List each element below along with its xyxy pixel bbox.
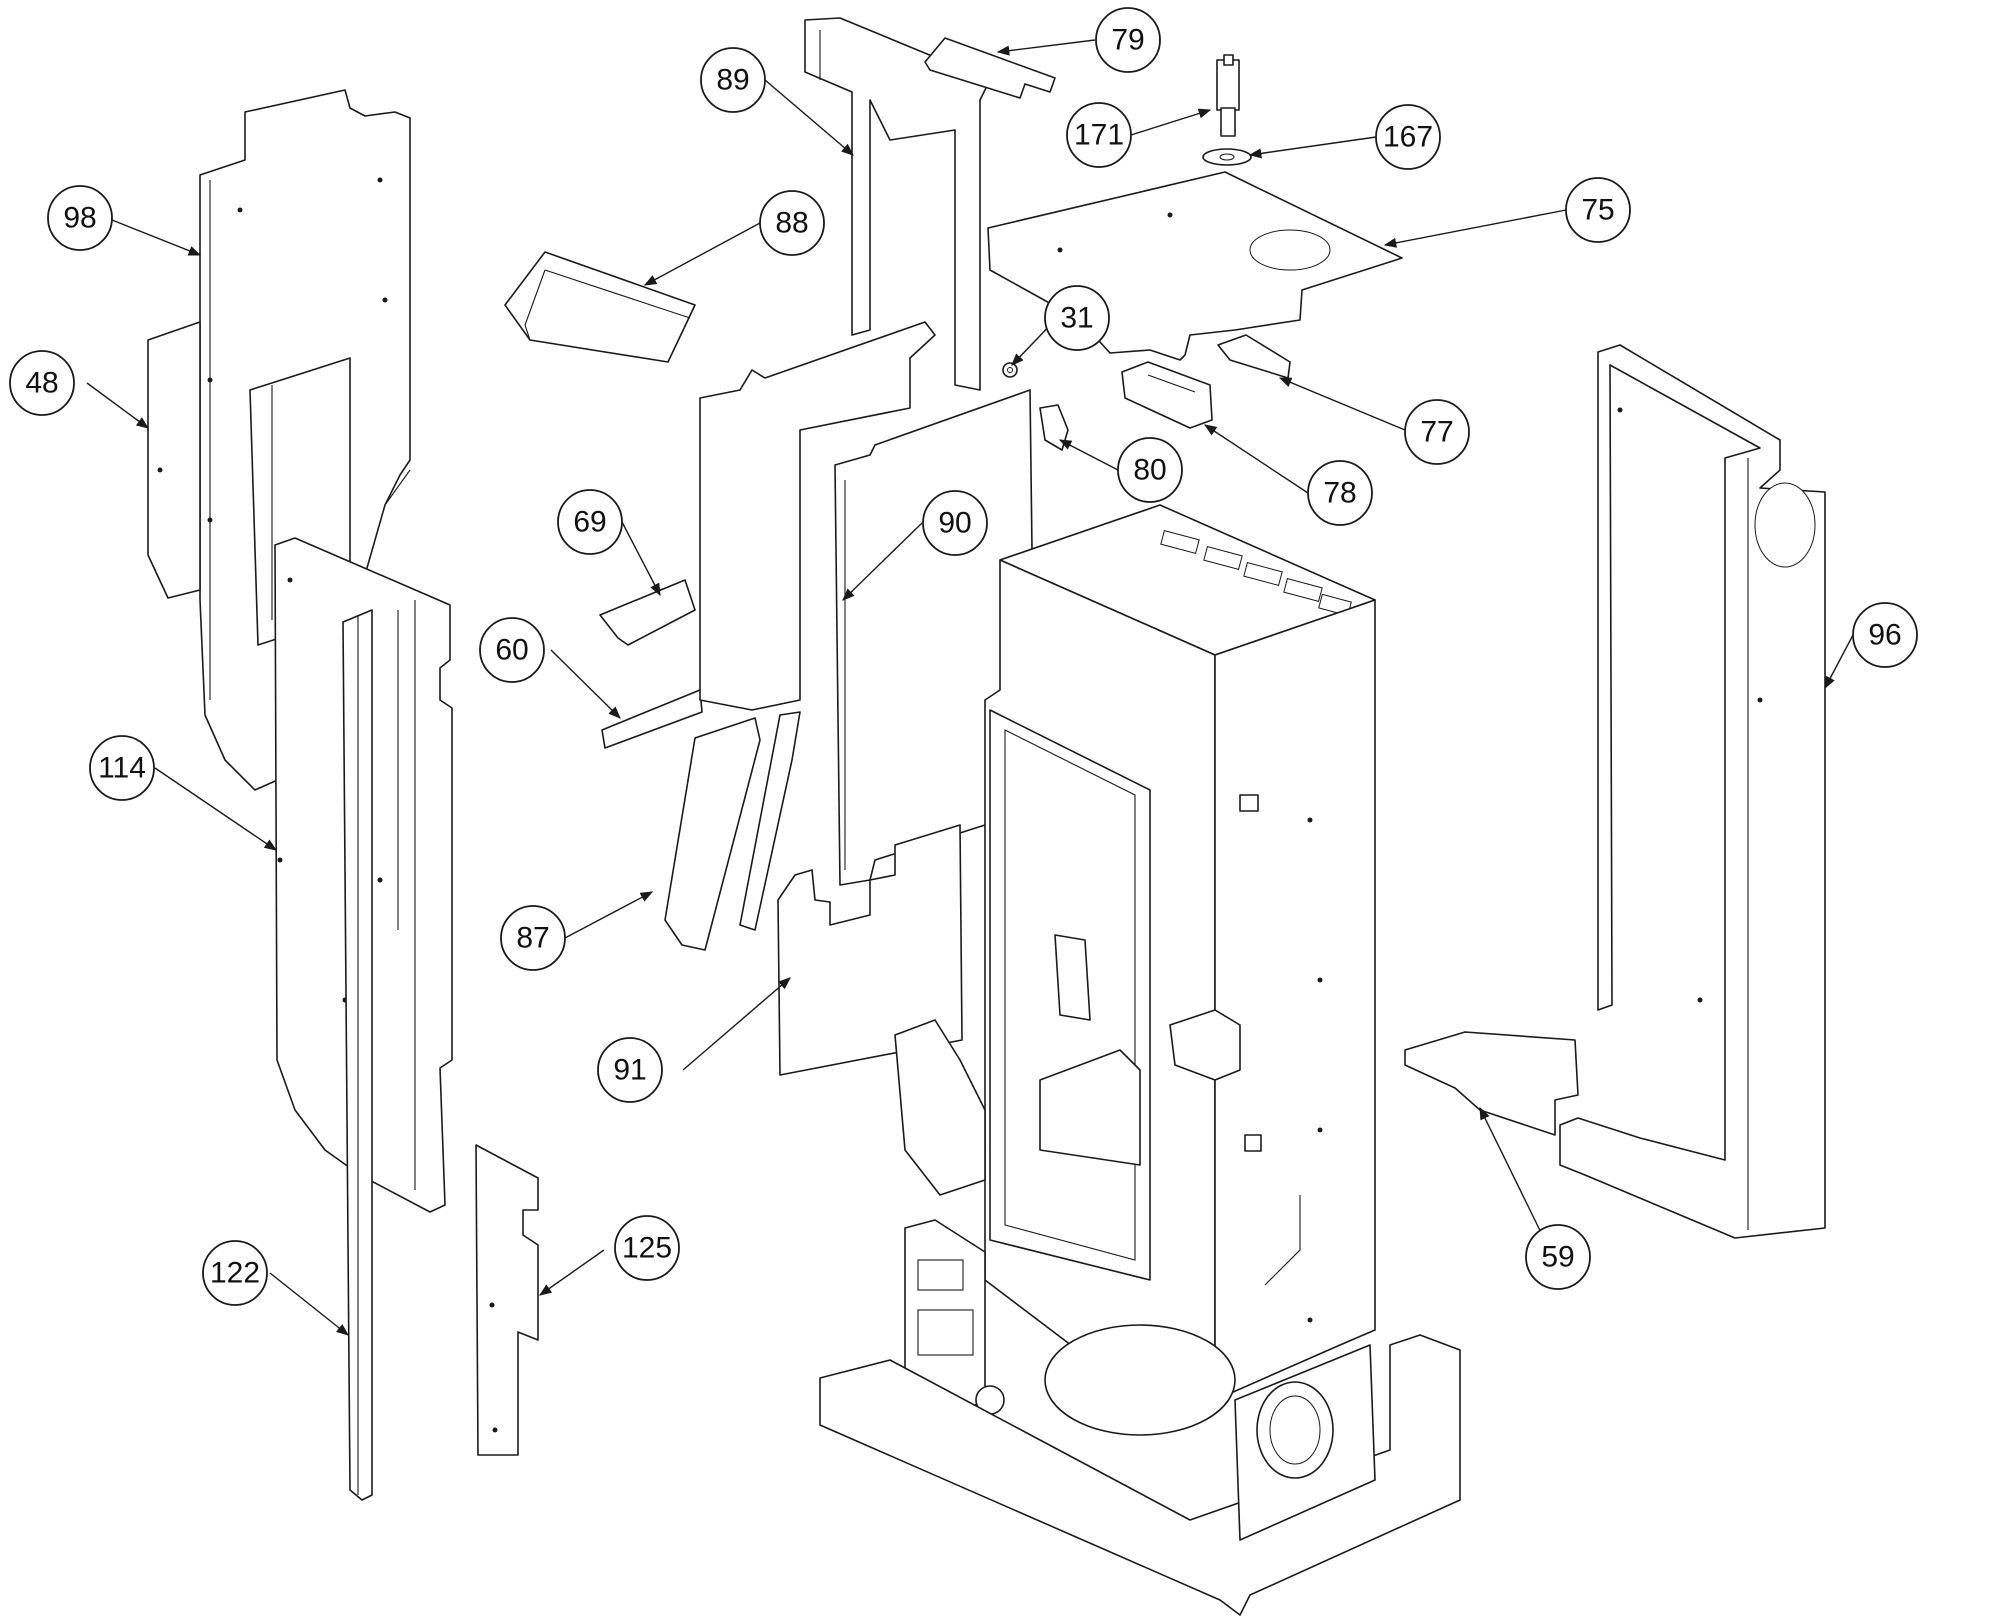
leader-114 [154,767,278,851]
part-79-small-bracket [924,37,1056,99]
part-91-lower-shield [777,824,963,1076]
callout-96-label: 96 [1868,619,1901,652]
leader-60 [550,649,621,719]
callout-31-label: 31 [1060,302,1093,335]
callout-79-label: 79 [1111,24,1144,57]
leader-80 [1058,439,1119,471]
part-base-frame [819,1334,1461,1616]
leader-88 [643,222,761,286]
callout-114: 114 [89,735,155,801]
leader-69 [621,521,661,597]
callout-91-label: 91 [613,1054,646,1087]
callout-75: 75 [1565,177,1631,243]
part-69-bracket [599,579,696,646]
leader-125 [538,1249,605,1296]
callout-78-label: 78 [1323,477,1356,510]
callout-91: 91 [597,1037,663,1103]
callout-77-label: 77 [1420,416,1453,449]
callout-90-label: 90 [938,507,971,540]
callout-69: 69 [557,489,623,555]
callout-48-label: 48 [25,367,58,400]
callout-122-label: 122 [210,1257,260,1290]
leader-77 [1278,377,1406,431]
callout-98: 98 [47,185,113,251]
callout-88: 88 [759,190,825,256]
callout-122: 122 [202,1240,268,1306]
callout-125: 125 [614,1215,680,1281]
callout-59: 59 [1525,1224,1591,1290]
callout-31: 31 [1044,285,1110,351]
leader-167 [1248,136,1377,159]
callout-167: 167 [1375,104,1441,170]
callout-171-label: 171 [1074,119,1124,152]
part-31-nut [1002,362,1018,378]
part-125-cover-plate [475,1144,539,1456]
part-122-rail [342,609,373,1501]
leader-lines [86,39,1854,1336]
part-59-bracket [1404,1031,1579,1136]
callout-69-label: 69 [573,506,606,539]
callout-89: 89 [700,47,766,113]
leader-78 [1203,424,1309,494]
part-87-angled-bracket [664,711,801,951]
part-77-strip [1217,334,1291,379]
callout-96: 96 [1852,602,1918,668]
callout-167-label: 167 [1383,121,1433,154]
part-80-clip [1039,404,1069,451]
part-60-bar [601,689,703,749]
callout-48: 48 [9,350,75,416]
part-fan-assembly [894,1019,1236,1436]
leader-98 [106,217,202,256]
part-78-bracket [1121,361,1213,429]
leader-90 [842,522,923,601]
callout-77: 77 [1404,399,1470,465]
callout-78: 78 [1307,460,1373,526]
callout-80-label: 80 [1133,454,1166,487]
leader-75 [1383,209,1567,248]
part-96-right-panel [1559,344,1826,1239]
callout-125-label: 125 [622,1232,672,1265]
leader-89 [764,79,854,156]
part-48-back-plate [147,321,201,599]
leader-79 [996,39,1096,56]
callout-90: 90 [922,490,988,556]
callout-98-label: 98 [63,202,96,235]
shield-panel-left [699,321,936,711]
callout-87: 87 [500,905,566,971]
callout-114-label: 114 [98,752,146,785]
part-control-board [904,1219,1005,1421]
callout-79: 79 [1095,7,1161,73]
leader-48 [86,382,150,429]
part-171-sensor-probe [1216,54,1240,137]
callout-80: 80 [1117,437,1183,503]
callout-88-label: 88 [775,207,808,240]
part-167-grommet [1202,148,1252,166]
part-main-boiler-body [984,504,1376,1421]
callout-59-label: 59 [1541,1241,1574,1274]
callout-60: 60 [479,617,545,683]
leader-96 [1824,634,1854,690]
callout-60-label: 60 [495,634,528,667]
leader-91 [682,977,791,1071]
leader-87 [564,891,654,939]
callout-171: 171 [1066,102,1132,168]
leader-122 [269,1272,349,1336]
callout-89-label: 89 [716,64,749,97]
callout-87-label: 87 [516,922,549,955]
part-88-bracket [504,251,696,363]
leader-171 [1130,108,1212,136]
callout-75-label: 75 [1581,194,1614,227]
